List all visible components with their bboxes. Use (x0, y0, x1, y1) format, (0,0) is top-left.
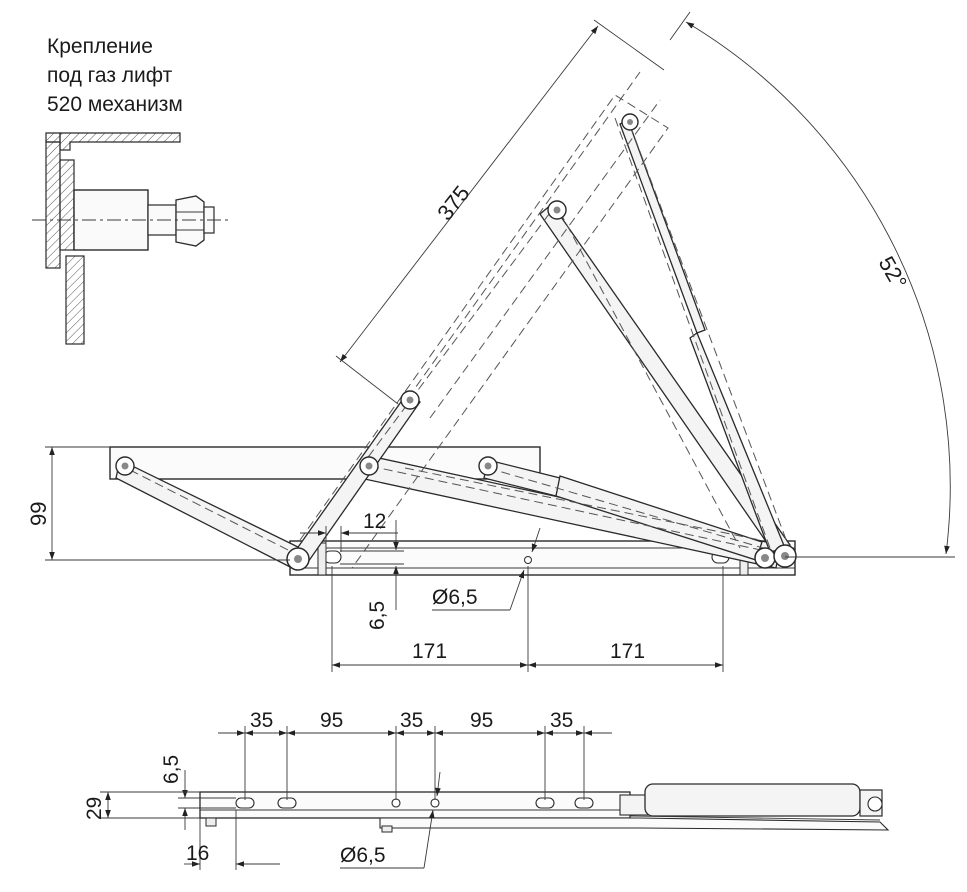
dim-95-b: 95 (470, 709, 493, 732)
dim-35-b: 35 (400, 709, 423, 732)
dim-hole-diameter: Ø6,5 (432, 586, 478, 609)
gas-lift-mount-detail (32, 132, 228, 345)
dim-6-5-vertical: 6,5 (160, 755, 183, 784)
note-text: Крепление под газ лифт 520 механизм (47, 35, 183, 116)
dim-height: 99 (26, 502, 51, 526)
note-line-1: Крепление (47, 35, 153, 58)
dim-29-vertical: 29 (83, 797, 106, 820)
dim-16-offset: 16 (186, 842, 209, 865)
dim-slot-height: 6,5 (366, 601, 389, 630)
dim-angle: 52° (874, 252, 912, 293)
lid-plate (109, 446, 541, 480)
bottom-view: 35 95 35 95 35 6,5 29 16 Ø6,5 (83, 709, 890, 870)
note-line-3: 520 механизм (47, 93, 183, 116)
dim-95-a: 95 (320, 709, 343, 732)
dim-span-right: 171 (610, 640, 645, 663)
note-line-2: под газ лифт (47, 64, 173, 87)
dim-span-left: 171 (412, 640, 447, 663)
dim-slot-width: 12 (363, 510, 386, 533)
dim-hole-diameter-bottom: Ø6,5 (340, 844, 386, 867)
dim-arm-length: 375 (432, 181, 474, 225)
lift-mechanism (109, 71, 797, 576)
dim-35-c: 35 (550, 709, 573, 732)
dim-35-a: 35 (250, 709, 273, 732)
